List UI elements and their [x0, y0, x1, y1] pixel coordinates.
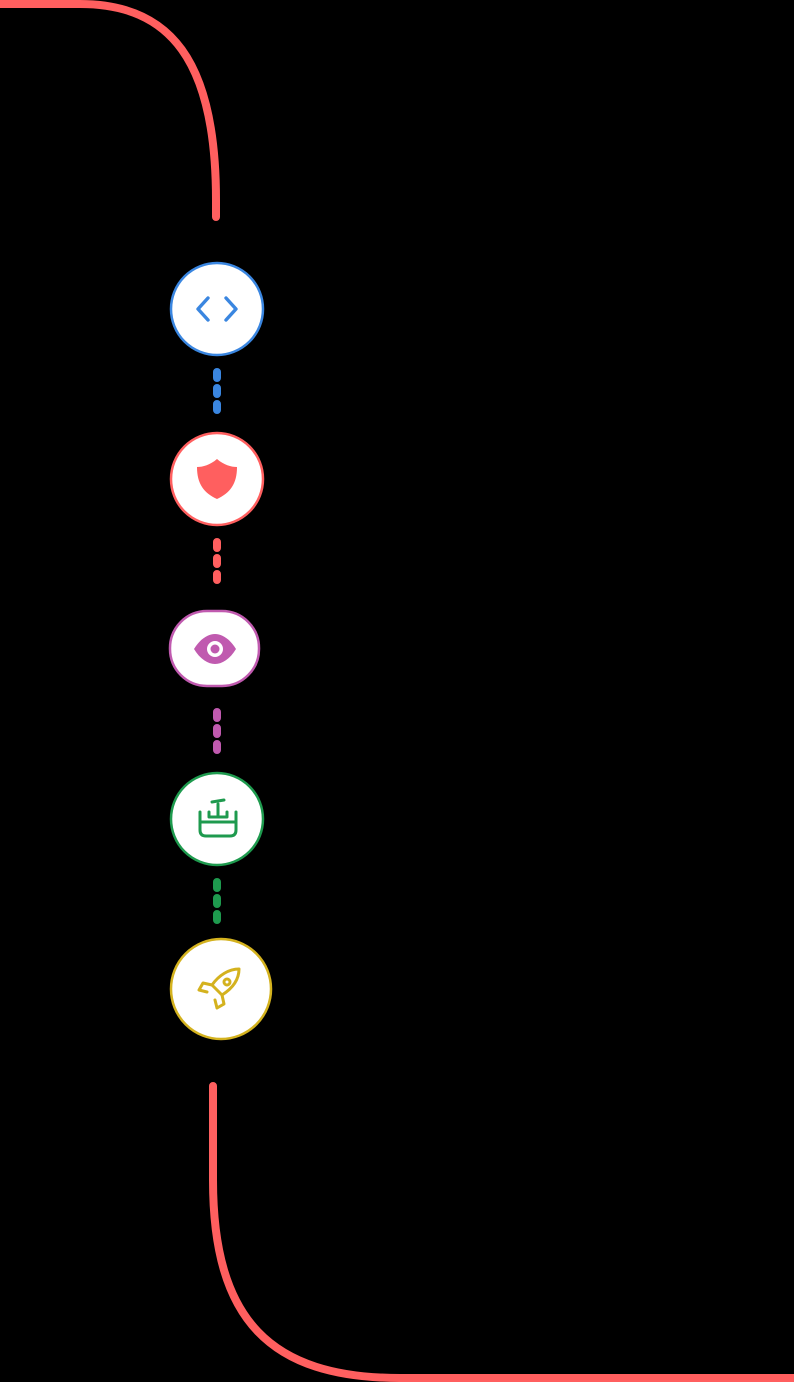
step-node-launch[interactable] — [169, 937, 273, 1041]
rocket-icon — [197, 967, 241, 1010]
step-node-build[interactable] — [169, 771, 265, 867]
step-node-security[interactable] — [169, 431, 265, 527]
code-brackets-icon — [196, 296, 238, 322]
step-node-code-circle — [169, 261, 265, 357]
eye-icon — [194, 634, 236, 664]
step-node-build-circle — [169, 771, 265, 867]
step-node-review[interactable] — [168, 609, 261, 688]
inbox-tray-icon — [198, 798, 238, 838]
eye-iris — [210, 644, 220, 654]
top-connector-line — [0, 0, 220, 221]
step-node-launch-circle — [169, 937, 273, 1041]
bottom-connector-line — [209, 1082, 794, 1382]
step-node-code[interactable] — [169, 261, 265, 357]
shield-icon — [197, 459, 237, 499]
